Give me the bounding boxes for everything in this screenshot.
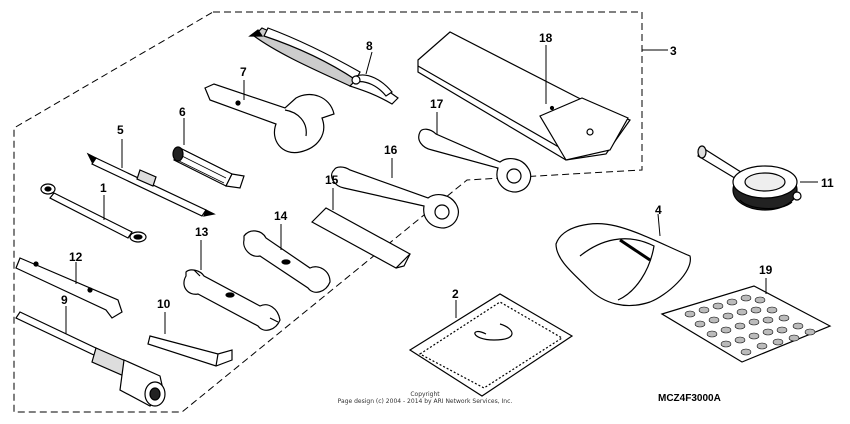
- tool-kit-boundary: [13, 11, 643, 413]
- callout-14: 14: [274, 209, 288, 223]
- tool-4-bag: [555, 223, 691, 307]
- tool-1-rod: [40, 183, 147, 243]
- tool-11-pressure-gauge: [696, 145, 802, 211]
- callout-13: 13: [195, 225, 209, 239]
- tool-2-envelope: [408, 293, 574, 397]
- tool-8-pliers: [248, 27, 399, 105]
- tool-7-pin-spanner: [204, 83, 335, 154]
- callout-5: 5: [117, 123, 124, 137]
- tool-17-ring-spanner: [418, 128, 532, 193]
- tool-13-wrench: [183, 269, 281, 331]
- tool-6-handle: [172, 146, 245, 189]
- tool-19-spare-pack: [660, 285, 832, 363]
- callout-12: 12: [69, 250, 83, 264]
- tool-16-ring-spanner: [331, 166, 459, 229]
- tool-5-screwdriver: [86, 152, 216, 217]
- callout-4: 4: [655, 203, 662, 217]
- copyright-line-1: Copyright: [410, 391, 440, 398]
- tool-9-socket-wrench: [15, 311, 166, 407]
- diagram-code: MCZ4F3000A: [658, 393, 721, 404]
- copyright-line-2: Page design (c) 2004 - 2014 by ARI Netwo…: [337, 398, 513, 405]
- tool-18-pouch: [417, 31, 631, 161]
- tool-14-wrench: [243, 230, 331, 293]
- tool-12-wrench: [15, 257, 123, 319]
- callout-18: 18: [539, 31, 553, 45]
- callout-17: 17: [430, 97, 444, 111]
- tool-10-hex-key: [147, 335, 233, 367]
- callout-8: 8: [366, 39, 373, 53]
- callout-7: 7: [240, 65, 247, 79]
- callout-10: 10: [157, 297, 171, 311]
- callout-1: 1: [100, 181, 107, 195]
- tool-15-strip: [311, 207, 411, 269]
- callout-2: 2: [452, 287, 459, 301]
- callout-11: 11: [821, 176, 834, 190]
- callout-3: 3: [670, 44, 677, 58]
- callout-19: 19: [759, 263, 773, 277]
- callout-6: 6: [179, 105, 186, 119]
- callout-16: 16: [384, 143, 398, 157]
- callout-9: 9: [61, 293, 68, 307]
- callout-15: 15: [325, 173, 339, 187]
